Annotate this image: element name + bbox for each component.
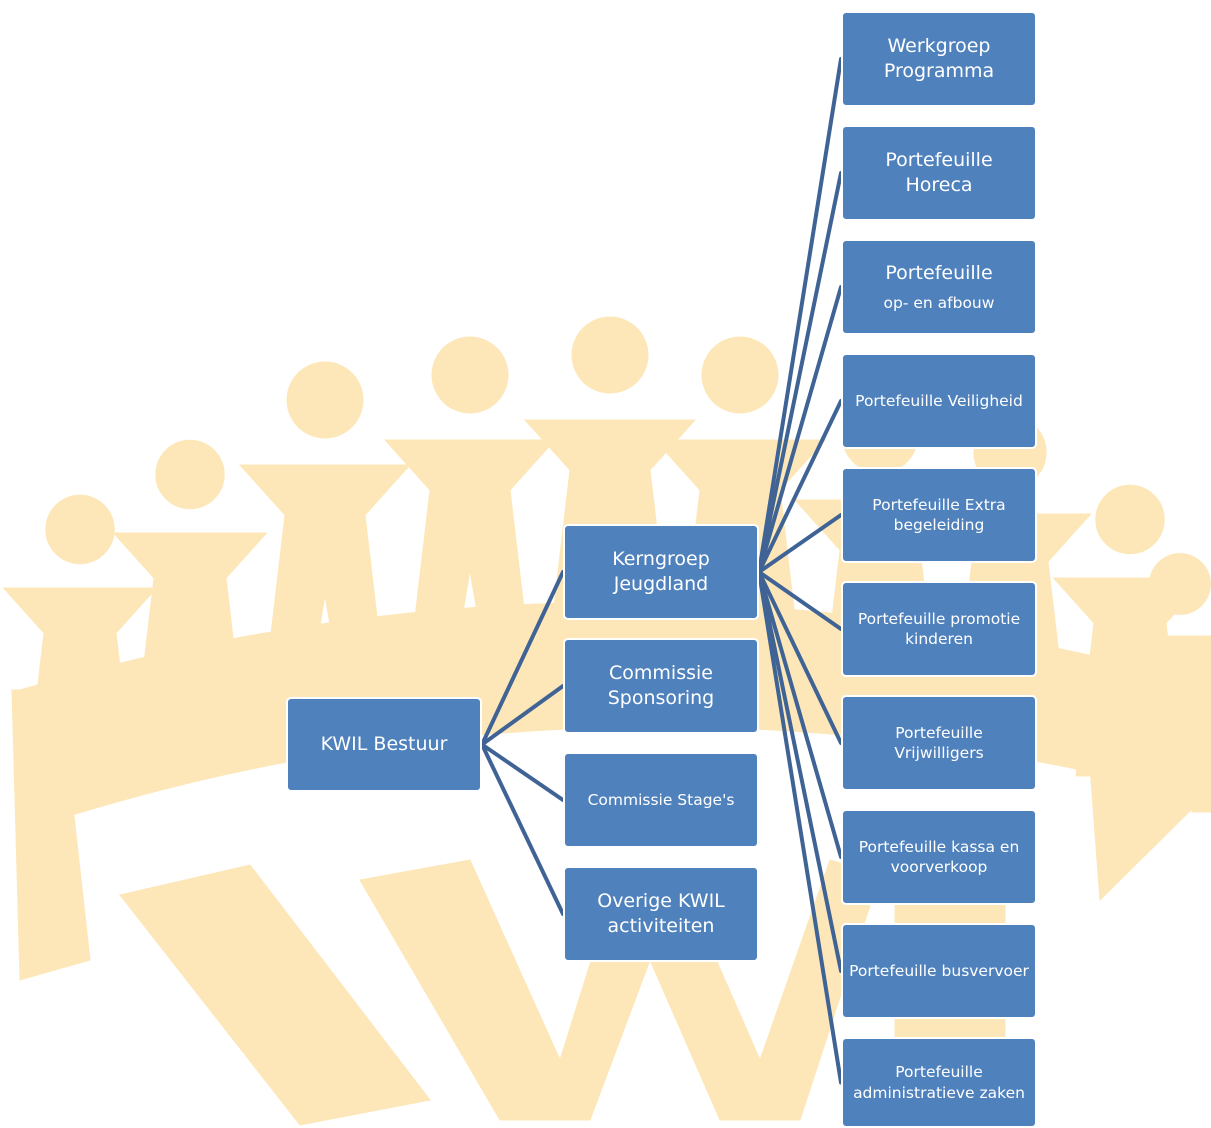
- watermark-figure-head: [571, 316, 649, 394]
- node-portefeuille-horeca[interactable]: Portefeuille Horeca: [841, 125, 1037, 221]
- connector-kerngroep-to-portfolio: [757, 570, 843, 1085]
- connector-root-to-level1: [480, 742, 565, 802]
- node-portefeuille-busvervoer[interactable]: Portefeuille busvervoer: [841, 923, 1037, 1019]
- watermark-figure-head: [45, 494, 115, 565]
- node-portefeuille-veiligheid[interactable]: Portefeuille Veiligheid: [841, 353, 1037, 449]
- watermark-figure-head: [155, 439, 225, 510]
- watermark-figure-head: [1095, 484, 1165, 555]
- node-label-line1: Portefeuille: [885, 261, 993, 284]
- node-label: Commissie Stage's: [587, 790, 735, 809]
- node-kerngroep-jeugdland[interactable]: Kerngroep Jeugdland: [563, 524, 759, 620]
- node-label: Portefeuille Vrijwilligers: [894, 723, 984, 762]
- connector-kerngroep-to-portfolio: [757, 57, 843, 574]
- connector-kerngroep-to-portfolio: [757, 570, 843, 973]
- watermark-figure-head: [701, 336, 779, 414]
- node-werkgroep-programma[interactable]: Werkgroep Programma: [841, 11, 1037, 107]
- connector-kerngroep-to-portfolio: [757, 171, 843, 574]
- connector-kerngroep-to-portfolio: [757, 570, 843, 859]
- node-portefeuille-kassa-en-voorverkoop[interactable]: Portefeuille kassa en voorverkoop: [841, 809, 1037, 905]
- watermark-figure-body: [383, 439, 557, 661]
- node-commissie-stages[interactable]: Commissie Stage's: [563, 752, 759, 848]
- connector-kerngroep-to-portfolio: [757, 570, 843, 745]
- connector-root-to-level1: [480, 684, 565, 747]
- watermark-figure-head: [431, 336, 509, 414]
- connector-root-to-level1: [480, 570, 565, 747]
- node-label: Portefeuille Horeca: [885, 149, 993, 196]
- node-label: Kerngroep Jeugdland: [612, 548, 710, 595]
- node-portefeuille-extra-begeleiding[interactable]: Portefeuille Extra begeleiding: [841, 467, 1037, 563]
- watermark-figure-body: [112, 532, 268, 732]
- connector-kerngroep-to-portfolio: [757, 570, 843, 631]
- node-portefeuille-administratieve-zaken[interactable]: Portefeuille administratieve zaken: [841, 1037, 1037, 1128]
- node-label: Portefeuille Extra begeleiding: [872, 495, 1006, 534]
- node-label: Portefeuille kassa en voorverkoop: [858, 837, 1020, 876]
- node-label-line2: op- en afbouw: [883, 294, 995, 313]
- node-portefeuille-vrijwilligers[interactable]: Portefeuille Vrijwilligers: [841, 695, 1037, 791]
- node-kwil-bestuur[interactable]: KWIL Bestuur: [286, 697, 482, 792]
- connector-kerngroep-to-portfolio: [757, 513, 843, 574]
- node-label: Commissie Sponsoring: [607, 662, 715, 709]
- watermark-figure-body: [2, 587, 158, 787]
- node-overige-kwil-activiteiten[interactable]: Overige KWIL activiteiten: [563, 866, 759, 962]
- node-commissie-sponsoring[interactable]: Commissie Sponsoring: [563, 638, 759, 734]
- node-label: Portefeuille busvervoer: [849, 961, 1029, 980]
- watermark-figure-body: [238, 464, 412, 686]
- watermark-figure-head: [286, 361, 364, 439]
- watermark-figure-head: [1149, 553, 1211, 615]
- node-portefeuille-op-en-afbouw[interactable]: Portefeuille op- en afbouw: [841, 239, 1037, 335]
- watermark-figure-body: [1110, 635, 1211, 813]
- watermark-letter-k: [119, 864, 431, 1126]
- node-label: Overige KWIL activiteiten: [597, 890, 725, 937]
- node-label: Portefeuille administratieve zaken: [853, 1063, 1025, 1102]
- connector-kerngroep-to-portfolio: [757, 399, 843, 574]
- connector-kerngroep-to-portfolio: [757, 285, 843, 574]
- connector-root-to-level1: [480, 742, 565, 916]
- node-label: Portefeuille promotie kinderen: [857, 609, 1021, 648]
- node-label: Werkgroep Programma: [883, 35, 995, 82]
- node-label: Portefeuille Veiligheid: [855, 391, 1023, 410]
- node-label: KWIL Bestuur: [320, 733, 448, 756]
- node-portefeuille-promotie-kinderen[interactable]: Portefeuille promotie kinderen: [841, 581, 1037, 677]
